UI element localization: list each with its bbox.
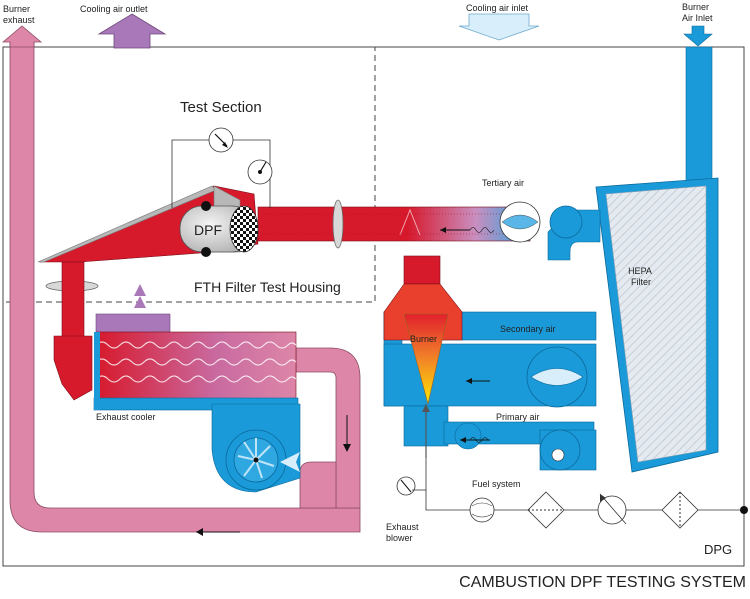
tertiary-air-blower bbox=[499, 201, 583, 243]
cooling-air-outlet-label: Cooling air outlet bbox=[80, 4, 148, 14]
fth-housing-boundary bbox=[2, 46, 376, 303]
cooling-air-up-arrows bbox=[134, 284, 146, 308]
flow-arrowhead-blower bbox=[343, 444, 351, 452]
cooling-air-inlet-arrow bbox=[458, 13, 540, 41]
test-duct bbox=[257, 206, 531, 242]
flow-arrowhead-bottom bbox=[196, 528, 203, 536]
burner-air-inlet-arrow bbox=[683, 25, 713, 47]
burner-label: Burner bbox=[410, 334, 437, 344]
cooling-air-outlet-arrow bbox=[97, 13, 167, 49]
exhaust-blower bbox=[211, 403, 301, 493]
differential-pressure-gauge bbox=[171, 127, 273, 208]
burner-exhaust-arrow bbox=[1, 25, 43, 48]
exhaust-cooler-label: Exhaust cooler bbox=[96, 412, 156, 422]
system-title: CAMBUSTION DPF TESTING SYSTEM bbox=[459, 574, 746, 591]
burner-exhaust-label: Burner exhaust bbox=[3, 4, 35, 25]
exhaust-blower-label: Exhaust blower bbox=[386, 522, 421, 543]
burner-air-inlet-pipe bbox=[685, 46, 713, 188]
dpf-filter bbox=[179, 201, 259, 257]
fth-housing-label: FTH Filter Test Housing bbox=[194, 279, 341, 295]
primary-air-blower bbox=[454, 422, 581, 471]
cooling-air-inlet-label: Cooling air inlet bbox=[466, 3, 529, 13]
hepa-filter bbox=[595, 177, 719, 473]
fuel-system-label: Fuel system bbox=[472, 479, 521, 489]
fuel-system bbox=[396, 458, 748, 529]
duct-orifice-plate bbox=[332, 199, 344, 249]
burner bbox=[383, 255, 463, 458]
test-section-label: Test Section bbox=[180, 99, 262, 116]
hepa-filter-label: HEPA Filter bbox=[628, 266, 654, 287]
tertiary-air-label: Tertiary air bbox=[482, 178, 524, 188]
primary-air-label: Primary air bbox=[496, 412, 540, 422]
dpf-label: DPF bbox=[194, 222, 222, 238]
secondary-air-blower bbox=[526, 346, 588, 408]
dpg-label: DPG bbox=[704, 542, 732, 557]
air-flow-arrows bbox=[440, 227, 495, 443]
secondary-air-label: Secondary air bbox=[500, 324, 556, 334]
exhaust-cooler bbox=[93, 313, 299, 411]
burner-exhaust-duct bbox=[9, 41, 361, 533]
burner-air-inlet-label: Burner Air Inlet bbox=[682, 2, 713, 23]
